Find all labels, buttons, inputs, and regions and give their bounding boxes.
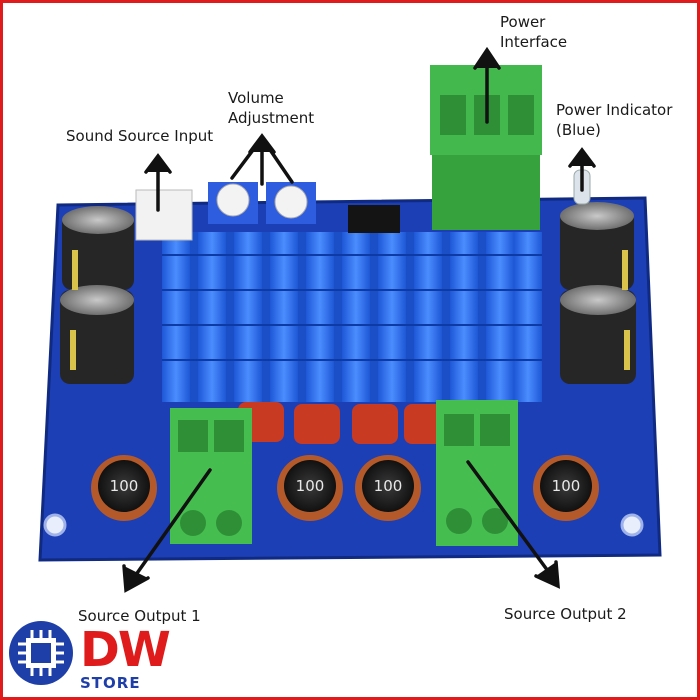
inductor-label-1: 100 xyxy=(110,477,139,495)
mounting-holes xyxy=(43,513,644,537)
capacitors-left xyxy=(60,206,134,384)
label-volume-adjustment-text: Volume Adjustment xyxy=(228,89,315,127)
label-sound-source-input: Sound Source Input xyxy=(66,127,214,145)
label-source-output-2: Source Output 2 xyxy=(504,605,627,623)
capacitors-right xyxy=(560,202,636,384)
chip-logo-icon xyxy=(9,621,73,685)
amplifier-chip xyxy=(348,205,400,233)
arrow-source-output-2 xyxy=(466,460,560,589)
label-source-output-1: Source Output 1 xyxy=(78,607,201,625)
inductors xyxy=(91,455,599,521)
dw-store-logo: DW STORE xyxy=(8,620,171,696)
label-power-indicator-text: Power Indicator (Blue) xyxy=(556,101,673,139)
logo-sub: STORE xyxy=(80,674,141,692)
label-power-indicator: Power Indicator (Blue) xyxy=(556,100,696,140)
arrow-power-interface xyxy=(473,46,501,124)
label-power-interface: Power Interface xyxy=(500,12,640,52)
label-volume-adjustment: Volume Adjustment xyxy=(228,88,368,128)
heatsink xyxy=(162,232,542,402)
logo-brand: DW xyxy=(80,622,171,678)
label-power-interface-text: Power Interface xyxy=(500,13,568,51)
volume-potentiometers xyxy=(208,182,316,224)
output-terminal-1 xyxy=(170,408,252,544)
input-connector xyxy=(135,189,193,241)
arrow-volume-adjustment xyxy=(230,133,294,186)
arrow-sound-source-input xyxy=(144,153,172,212)
inductor-label-3: 100 xyxy=(374,477,403,495)
inductor-label-4: 100 xyxy=(552,477,581,495)
arrow-source-output-1 xyxy=(122,468,212,593)
arrow-power-indicator xyxy=(568,147,596,192)
inductor-label-2: 100 xyxy=(296,477,325,495)
power-terminal xyxy=(430,65,542,230)
